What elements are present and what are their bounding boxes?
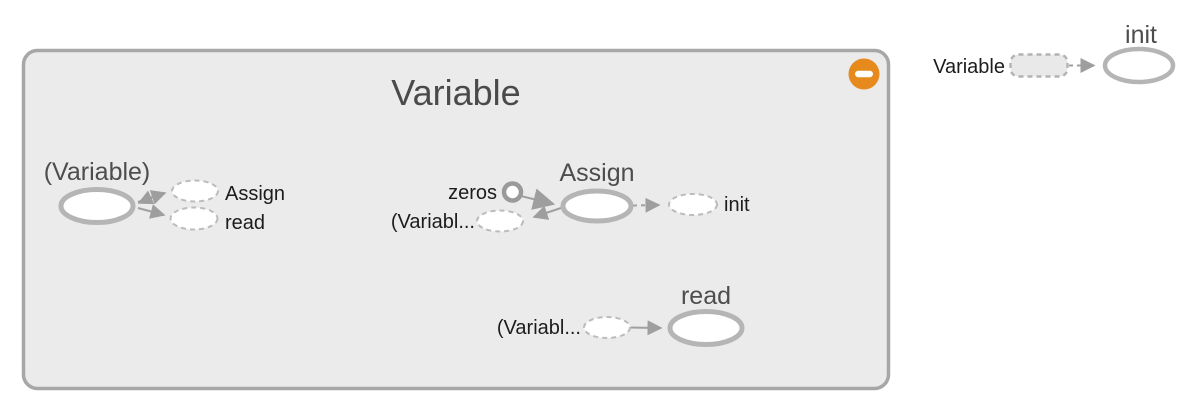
op-node-read-title: read <box>681 282 731 310</box>
op-node-assign[interactable] <box>560 188 634 224</box>
edge-zeros-to-assign <box>520 188 556 210</box>
edge-variable-to-read <box>137 204 166 219</box>
group-node-title: Variable <box>391 72 520 113</box>
op-node-init[interactable] <box>1102 46 1176 85</box>
const-node-zeros[interactable] <box>501 181 524 203</box>
annotation-label-assign: Assign <box>225 183 285 205</box>
annotation-label-variable-bottom: (Variabl... <box>497 317 581 339</box>
group-node-variable[interactable] <box>21 48 891 391</box>
op-node-read[interactable] <box>667 309 745 347</box>
op-node-variable-title: (Variable) <box>44 158 151 186</box>
annotation-node-read[interactable] <box>169 206 219 231</box>
annotation-node-init[interactable] <box>668 193 718 216</box>
annotation-node-assign[interactable] <box>171 179 219 203</box>
summary-node-variable[interactable] <box>1009 53 1069 78</box>
annotation-label-variable-mid: (Variabl... <box>391 211 475 233</box>
annotation-label-variable-ext: Variable <box>933 56 1005 78</box>
minus-icon <box>855 70 873 78</box>
edge-variable-to-read-op <box>630 320 663 336</box>
op-node-variable[interactable] <box>58 187 136 225</box>
op-node-assign-title: Assign <box>559 159 634 187</box>
edge-into-variable <box>137 190 155 205</box>
collapse-button[interactable] <box>848 58 880 90</box>
op-node-init-title: init <box>1125 21 1157 49</box>
annotation-node-variable-bottom[interactable] <box>583 316 631 339</box>
annotation-node-variable-mid[interactable] <box>476 209 524 233</box>
annotation-label-init: init <box>724 194 750 216</box>
annotation-label-read: read <box>225 212 265 234</box>
annotation-label-zeros: zeros <box>448 182 497 204</box>
edge-assign-to-variable <box>532 205 562 220</box>
